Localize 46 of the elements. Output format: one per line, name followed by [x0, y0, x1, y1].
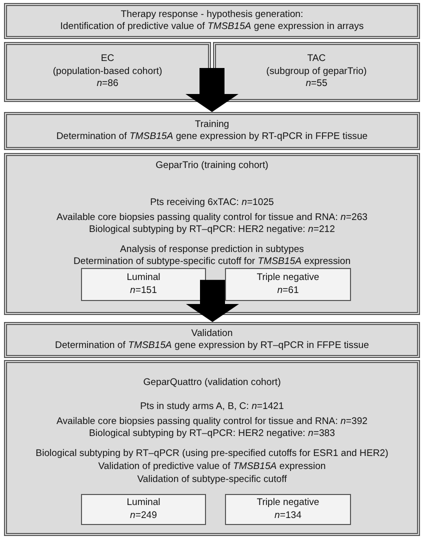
- box-text: Pts receiving 6xTAC: n=1025: [150, 197, 274, 210]
- cohort-panel: [4, 153, 420, 315]
- box-text: n=134: [274, 510, 302, 522]
- box-text: (subgroup of geparTrio): [266, 66, 367, 78]
- subgroup-box: [225, 268, 351, 301]
- box-heading: TAC: [307, 53, 326, 66]
- box-heading: Luminal: [126, 497, 160, 510]
- box-text: Biological subtyping by RT–qPCR: HER2 negative: n=383: [89, 428, 335, 441]
- box-text: n=86: [96, 78, 118, 91]
- process-box: [4, 322, 420, 358]
- box-text: Determination of subtype-specific cutoff for TMSB15A expression: [73, 256, 351, 268]
- box-text: n=55: [306, 78, 328, 91]
- box-heading: GeparQuattro (validation cohort): [143, 377, 281, 390]
- box-heading: Luminal: [126, 272, 160, 284]
- box-text: Determination of TMSB15A gene expression by RT-qPCR in FFPE tissue: [56, 131, 368, 144]
- box-text: Available core biopsies passing quality control for tissue and RNA: n=392: [56, 416, 368, 428]
- box-text: Pts in study arms A, B, C: n=1421: [140, 401, 284, 414]
- box-text: n=61: [277, 284, 299, 297]
- box-text: Identification of predictive value of TMSB15A gene expression in arrays: [60, 21, 364, 34]
- box-text: Analysis of response prediction in subtypes: [120, 244, 304, 256]
- box-heading: GeparTrio (training cohort): [156, 160, 268, 172]
- process-box: [4, 3, 420, 39]
- block-arrow: [186, 68, 238, 112]
- box-heading: Therapy response - hypothesis generation:: [120, 8, 304, 21]
- box-text: n=249: [130, 510, 157, 522]
- subgroup-box: [81, 494, 206, 525]
- box-heading: Triple negative: [256, 497, 320, 510]
- process-box: [4, 42, 211, 102]
- box-text: Validation of predictive value of TMSB15A expression: [98, 461, 326, 474]
- subgroup-box: [225, 494, 351, 525]
- box-text: Determination of TMSB15A gene expression by RT–qPCR in FFPE tissue: [55, 340, 369, 352]
- box-text: Available core biopsies passing quality control for tissue and RNA: n=263: [56, 212, 368, 224]
- process-box: [213, 42, 420, 102]
- box-heading: Training: [194, 118, 230, 131]
- process-box: [4, 112, 420, 150]
- block-arrow: [186, 280, 239, 322]
- box-heading: Triple negative: [256, 272, 320, 284]
- subgroup-box: [81, 268, 206, 301]
- box-heading: EC: [100, 53, 114, 66]
- box-text: n=151: [130, 284, 157, 297]
- box-text: Validation of subtype-specific cutoff: [137, 474, 287, 487]
- box-heading: Validation: [191, 328, 233, 340]
- box-text: (population-based cohort): [52, 66, 162, 78]
- box-text: Biological subtyping by RT–qPCR (using pre-specified cutoffs for ESR1 and HER2): [36, 448, 388, 460]
- cohort-panel: [4, 360, 420, 536]
- box-text: Biological subtyping by RT–qPCR: HER2 negative: n=212: [89, 224, 335, 237]
